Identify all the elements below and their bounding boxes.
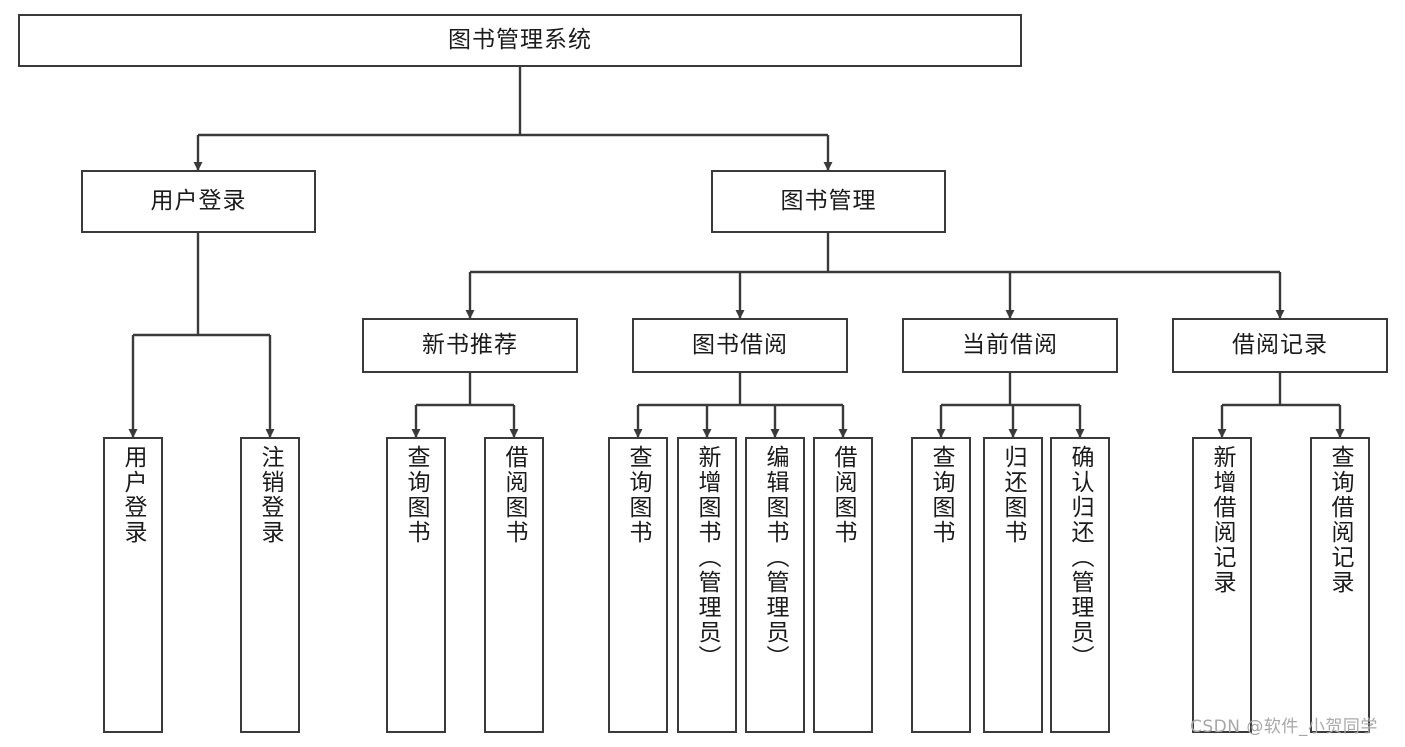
node-leaf-query-borrow-record[interactable]: 查询借阅记录	[1310, 437, 1370, 733]
node-leaf-confirm-return-admin[interactable]: 确认归还（管理员）	[1050, 437, 1110, 733]
node-label: 借阅图书	[501, 445, 528, 545]
node-label: 当前借阅	[962, 331, 1058, 358]
node-label: 编辑图书（管理员）	[762, 445, 789, 670]
node-leaf-query-book-recommend[interactable]: 查询图书	[386, 437, 446, 733]
node-borrow-record[interactable]: 借阅记录	[1172, 318, 1388, 373]
node-leaf-edit-book-admin[interactable]: 编辑图书（管理员）	[745, 437, 805, 733]
node-leaf-borrow-book[interactable]: 借阅图书	[813, 437, 873, 733]
node-label: 查询图书	[928, 445, 955, 545]
node-label: 归还图书	[1000, 445, 1027, 545]
node-label: 图书管理	[780, 187, 877, 214]
node-user-login[interactable]: 用户登录	[81, 170, 316, 233]
node-leaf-borrow-book-recommend[interactable]: 借阅图书	[484, 437, 544, 733]
node-label: 用户登录	[120, 445, 147, 545]
node-book-management-system[interactable]: 图书管理系统	[18, 14, 1022, 67]
node-book-borrow[interactable]: 图书借阅	[632, 318, 848, 373]
node-leaf-user-login[interactable]: 用户登录	[103, 437, 163, 733]
node-label: 查询图书	[403, 445, 430, 545]
node-label: 借阅记录	[1232, 331, 1328, 358]
node-label: 借阅图书	[830, 445, 857, 545]
node-label: 确认归还（管理员）	[1067, 445, 1094, 670]
node-leaf-query-book-current[interactable]: 查询图书	[911, 437, 971, 733]
node-label: 用户登录	[150, 187, 247, 214]
node-label: 新增借阅记录	[1209, 445, 1236, 595]
node-label: 查询借阅记录	[1327, 445, 1354, 595]
node-label: 注销登录	[257, 445, 284, 545]
node-leaf-add-borrow-record[interactable]: 新增借阅记录	[1192, 437, 1252, 733]
node-label: 图书管理系统	[448, 26, 592, 53]
node-leaf-add-book-admin[interactable]: 新增图书（管理员）	[677, 437, 737, 733]
node-new-book-recommend[interactable]: 新书推荐	[362, 318, 578, 373]
node-label: 图书借阅	[692, 331, 788, 358]
node-current-borrow[interactable]: 当前借阅	[902, 318, 1118, 373]
node-leaf-logout-login[interactable]: 注销登录	[240, 437, 300, 733]
node-label: 新书推荐	[422, 331, 518, 358]
node-leaf-query-book-borrow[interactable]: 查询图书	[608, 437, 668, 733]
node-leaf-return-book[interactable]: 归还图书	[983, 437, 1043, 733]
node-book-management[interactable]: 图书管理	[711, 170, 946, 233]
node-label: 新增图书（管理员）	[694, 445, 721, 670]
node-label: 查询图书	[625, 445, 652, 545]
